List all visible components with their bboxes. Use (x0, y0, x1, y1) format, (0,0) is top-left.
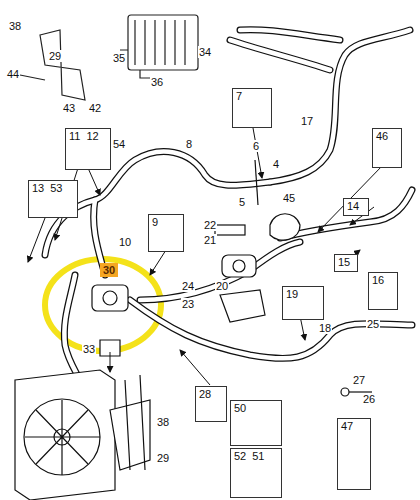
callout-number: 51 (252, 450, 264, 462)
callout-box: 47 (337, 418, 371, 490)
callout-number: 14 (347, 200, 359, 212)
callout-number: 43 (62, 102, 76, 114)
callout-number: 23 (181, 298, 195, 310)
callout-box: 52 51 (230, 448, 282, 498)
callout-number: 15 (338, 256, 350, 268)
callout-number: 42 (88, 102, 102, 114)
callout-number: 26 (362, 393, 376, 405)
callout-number: 47 (341, 420, 353, 432)
callout-number: 5 (238, 196, 246, 208)
callout-number: 28 (199, 388, 211, 400)
callout-number: 21 (203, 234, 217, 246)
callout-number: 36 (150, 76, 164, 88)
callout-box: 7 (232, 88, 272, 128)
callout-number: 35 (112, 52, 126, 64)
callout-number: 22 (203, 219, 217, 231)
callout-number: 27 (352, 374, 366, 386)
callout-number: 11 (69, 130, 80, 142)
callout-box: 13 53 (28, 180, 78, 218)
callout-number: 4 (272, 158, 280, 170)
callout-box: 9 (148, 214, 184, 252)
callout-box: 14 (343, 198, 369, 216)
callout-number: 29 (48, 50, 62, 62)
callout-box: 19 (282, 286, 324, 320)
callout-number: 10 (118, 236, 132, 248)
callout-number: 20 (215, 280, 229, 292)
callout-number: 54 (112, 138, 126, 150)
callout-number: 9 (152, 216, 158, 228)
callout-number: 44 (6, 68, 20, 80)
callout-number: 6 (252, 140, 260, 152)
callout-number: 17 (300, 115, 314, 127)
callout-number: 38 (156, 416, 170, 428)
callout-number: 7 (236, 90, 242, 102)
callout-number: 12 (86, 130, 98, 142)
callout-number: 38 (8, 20, 22, 32)
highlighted-callout: 30 (100, 263, 118, 277)
callout-number: 13 (32, 182, 44, 194)
callout-box: 11 12 (65, 128, 111, 170)
callout-number: 19 (286, 288, 298, 300)
callout-number: 25 (366, 318, 380, 330)
callout-box: 50 (230, 400, 282, 446)
callout-box: 16 (368, 272, 398, 310)
callout-number: 46 (376, 130, 388, 142)
callout-number: 52 (234, 450, 246, 462)
callout-box: 46 (372, 128, 402, 168)
callout-number: 50 (234, 402, 246, 414)
callout-number: 16 (372, 274, 384, 286)
callout-number: 33 (82, 343, 96, 355)
callout-number: 45 (282, 192, 296, 204)
callout-number: 34 (198, 46, 212, 58)
callout-number: 24 (181, 280, 195, 292)
callout-number: 29 (156, 452, 170, 464)
callout-box: 15 (334, 254, 358, 272)
callout-number: 53 (50, 182, 62, 194)
callout-number: 8 (185, 138, 193, 150)
callout-number: 18 (318, 322, 332, 334)
callout-box: 28 (195, 386, 227, 422)
